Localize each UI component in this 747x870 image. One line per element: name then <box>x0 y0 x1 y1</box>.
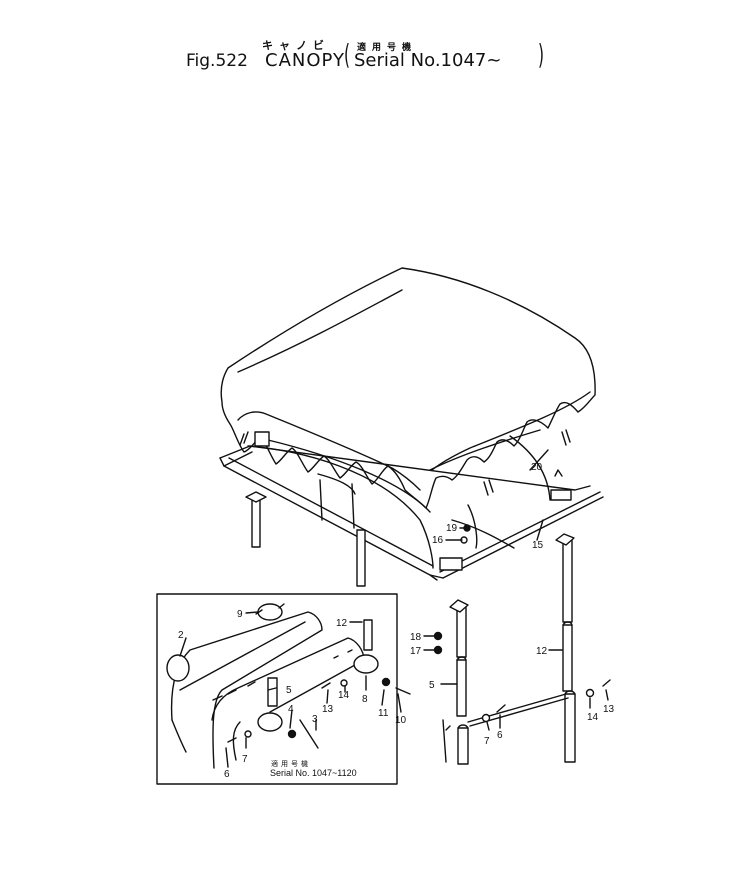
callout-18: 18 <box>410 632 422 643</box>
callout-12-main: 12 <box>536 646 548 657</box>
canopy-cover <box>220 267 596 509</box>
canopy-frame <box>219 429 604 581</box>
title-open-paren: ( <box>344 38 351 71</box>
callout-2: 2 <box>178 630 184 641</box>
canopy-posts <box>245 491 611 765</box>
inset-caption-serial: Serial No. 1047~1120 <box>270 768 357 778</box>
detail-inset <box>156 593 411 785</box>
title-kana: キャノビ <box>262 39 330 52</box>
callout-14-inset: 14 <box>338 690 350 701</box>
callout-16: 16 <box>432 535 444 546</box>
callout-7-main: 7 <box>484 736 490 747</box>
callout-10: 10 <box>395 715 407 726</box>
title-close-paren: ) <box>538 38 545 71</box>
callout-4: 4 <box>288 704 294 715</box>
callout-13-main: 13 <box>603 704 615 715</box>
callout-5-inset: 5 <box>286 685 292 696</box>
callout-11: 11 <box>378 708 389 719</box>
figure-number: Fig.522 <box>186 51 248 71</box>
figure-title: CANOPY <box>265 50 345 71</box>
callout-labels: 20 19 16 15 18 17 12 5 7 6 14 13 <box>410 462 615 747</box>
inset-caption-jp: 適用号機 <box>271 759 311 768</box>
callout-5-main: 5 <box>429 680 435 691</box>
leader-lines <box>423 449 609 731</box>
title-serial: Serial No.1047~ <box>354 50 502 71</box>
inset-callout-labels: 9 2 12 5 4 3 7 6 13 14 8 11 10 適用号機 Seri… <box>178 609 407 780</box>
callout-6-main: 6 <box>497 730 503 741</box>
callout-13-inset: 13 <box>322 704 334 715</box>
callout-19: 19 <box>446 523 458 534</box>
callout-17: 17 <box>410 646 422 657</box>
title-applicable-jp: 適用号機 <box>357 43 418 53</box>
callout-6-inset: 6 <box>224 769 230 780</box>
callout-15: 15 <box>532 540 544 551</box>
callout-3: 3 <box>312 714 318 725</box>
callout-7-inset: 7 <box>242 754 248 765</box>
callout-8: 8 <box>362 694 368 705</box>
callout-14-main: 14 <box>587 712 599 723</box>
callout-9: 9 <box>237 609 243 620</box>
callout-12-inset: 12 <box>336 618 348 629</box>
callout-20: 20 <box>531 462 543 473</box>
